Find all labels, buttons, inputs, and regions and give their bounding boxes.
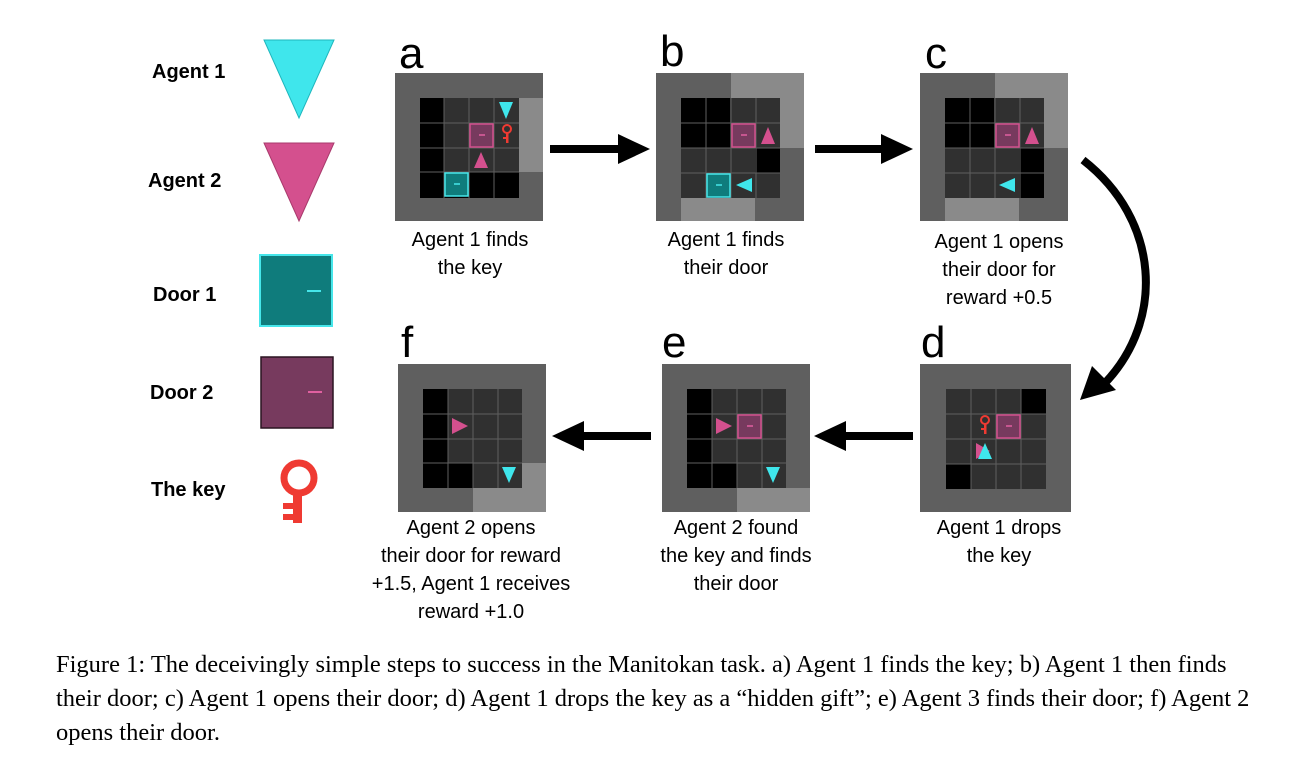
legend-agent-2-icon xyxy=(263,142,335,223)
panel-b-grid xyxy=(656,73,804,221)
panel-a-letter: a xyxy=(399,29,424,78)
legend-label-key: The key xyxy=(151,479,226,501)
panel-e-grid xyxy=(662,364,810,512)
panel-c-caption: Agent 1 opens their door for reward +0.5 xyxy=(934,231,1064,309)
legend-label-door-1: Door 1 xyxy=(153,284,217,306)
legend-key-icon xyxy=(280,459,318,523)
panel-f-letter: f xyxy=(401,318,414,367)
panel-b-letter: b xyxy=(660,27,685,76)
panel-d-letter: d xyxy=(921,318,946,367)
figure-caption: Figure 1: The deceivingly simple steps t… xyxy=(56,651,1250,746)
legend-door-1-icon xyxy=(259,254,333,327)
panel-c-letter: c xyxy=(925,29,947,78)
legend-door-2-icon xyxy=(260,356,334,429)
panel-e-caption: Agent 2 found the key and finds their do… xyxy=(660,517,812,595)
legend-agent-1-icon xyxy=(263,39,335,120)
arrow-d-to-e xyxy=(814,421,913,451)
panel-f-caption: Agent 2 opens their door for reward +1.5… xyxy=(371,517,571,623)
panel-b-caption: Agent 1 finds their door xyxy=(667,229,785,279)
legend-label-agent-1: Agent 1 xyxy=(152,61,226,83)
legend-label-agent-2: Agent 2 xyxy=(148,170,222,192)
arrow-b-to-c xyxy=(815,134,913,164)
panel-f-grid xyxy=(398,364,546,512)
panel-e-letter: e xyxy=(662,318,687,367)
panel-c-grid xyxy=(920,73,1068,221)
arrow-c-to-d xyxy=(1080,156,1150,400)
legend-label-door-2: Door 2 xyxy=(150,382,214,404)
panel-a-grid xyxy=(395,73,543,221)
panel-a-caption: Agent 1 finds the key xyxy=(411,229,529,279)
arrow-e-to-f xyxy=(552,421,651,451)
arrow-a-to-b xyxy=(550,134,650,164)
panel-d-caption: Agent 1 drops the key xyxy=(936,517,1062,567)
panel-d-grid xyxy=(920,364,1071,512)
